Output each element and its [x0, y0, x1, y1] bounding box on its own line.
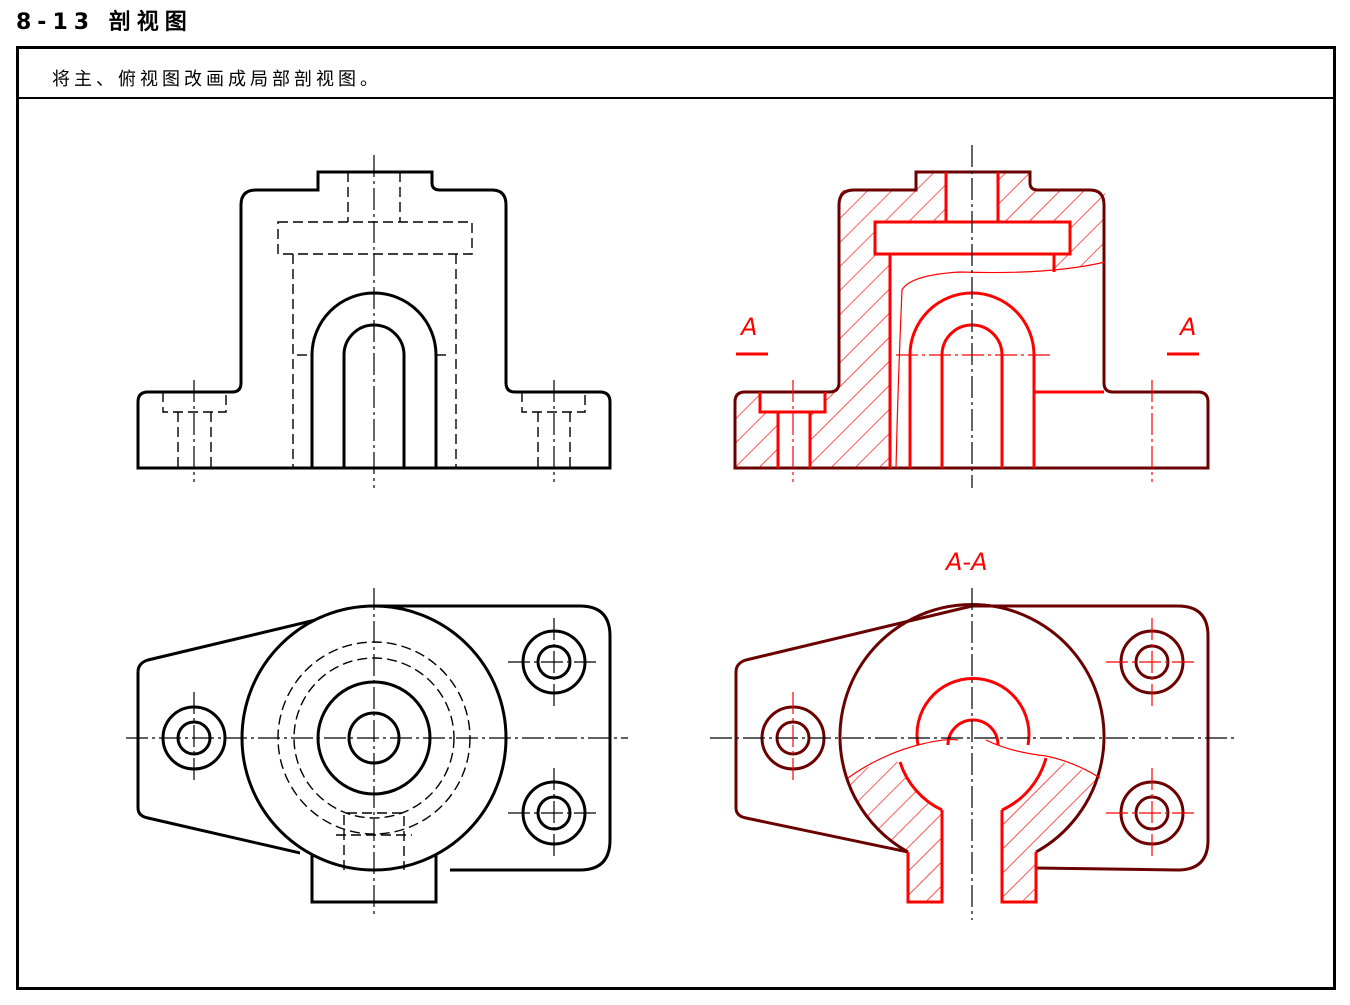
front-view-original: [136, 155, 612, 488]
section-view-title: A-A: [944, 548, 988, 576]
top-view-sectioned: A-A: [710, 548, 1236, 920]
top-view-original: [126, 588, 628, 918]
section-mark-right: A: [1178, 313, 1196, 341]
drawing-frame: 将主、俯视图改画成局部剖视图。: [16, 46, 1336, 990]
section-mark-left: A: [739, 313, 757, 341]
exercise-title: 8-13 剖视图: [16, 10, 193, 35]
instruction-text: 将主、俯视图改画成局部剖视图。: [52, 69, 382, 90]
instruction-row: 将主、俯视图改画成局部剖视图。: [19, 49, 1333, 99]
front-view-sectioned: A A: [733, 145, 1210, 488]
